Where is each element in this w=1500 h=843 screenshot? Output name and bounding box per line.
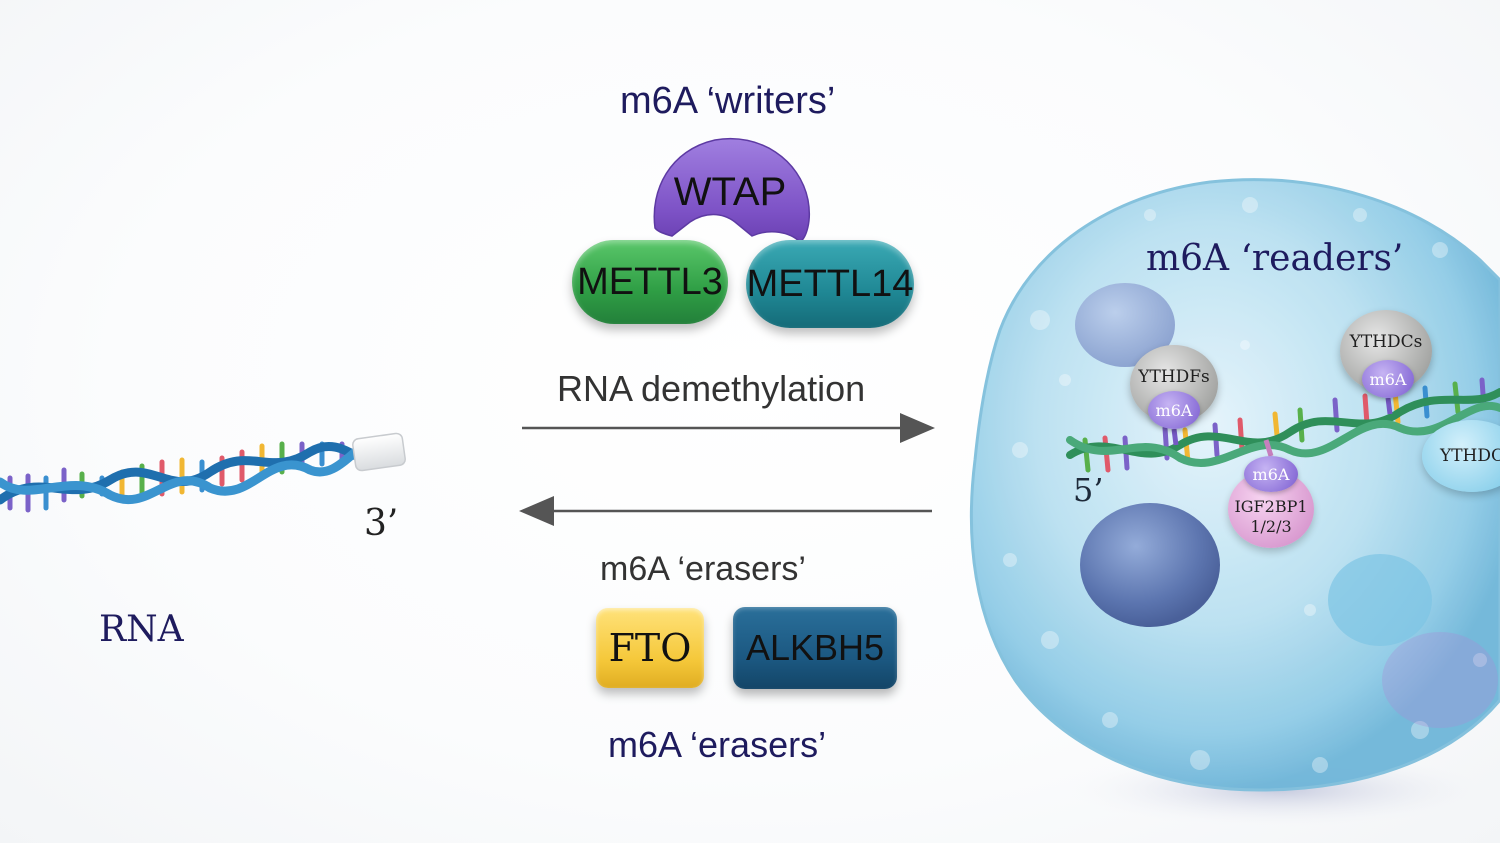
- alkbh5-box: ALKBH5: [733, 607, 897, 689]
- organelle-large: [1080, 503, 1220, 627]
- ythdcs-label: YTHDCs: [1349, 332, 1423, 352]
- wtap-label: WTAP: [673, 170, 787, 214]
- organelle-top: [1075, 283, 1175, 367]
- reverse-arrow-label: m6A ‘erasers’: [600, 550, 806, 588]
- m6a-tag-ythdfs: m6A: [1148, 391, 1200, 429]
- fto-box: FTO: [596, 608, 704, 688]
- organelle-right: [1328, 554, 1432, 646]
- cell-rna-helix: [1066, 377, 1500, 473]
- writers-title: m6A ‘writers’: [620, 80, 836, 122]
- readers-title: m6A ‘readers’: [1146, 238, 1404, 279]
- igf2bp-label-line1: IGF2BP1: [1234, 497, 1308, 516]
- m6a-tag-igf2bp: m6A: [1244, 456, 1298, 492]
- wtap-shape: [653, 137, 811, 243]
- three-prime-label: 3’: [364, 503, 399, 544]
- cell-bubbles: [1003, 197, 1487, 773]
- ythdfs-label: YTHDFs: [1138, 367, 1210, 387]
- organelle-lower-right: [1382, 632, 1498, 728]
- m6a-tag-ythdcs: m6A: [1362, 360, 1414, 398]
- erasers-title: m6A ‘erasers’: [608, 724, 827, 765]
- igf2bp-label-line2: 1/2/3: [1250, 517, 1292, 536]
- ythdc-reader: YTHDC: [1422, 420, 1500, 492]
- mettl14-pill: METTL14: [746, 240, 914, 328]
- forward-arrow-label: RNA demethylation: [557, 368, 866, 409]
- five-prime-label: 5’: [1073, 471, 1104, 509]
- ythdc-label: YTHDC: [1439, 446, 1500, 466]
- rna-label: RNA: [99, 609, 184, 650]
- rna-helix: [0, 432, 406, 513]
- mettl3-pill: METTL3: [572, 240, 728, 324]
